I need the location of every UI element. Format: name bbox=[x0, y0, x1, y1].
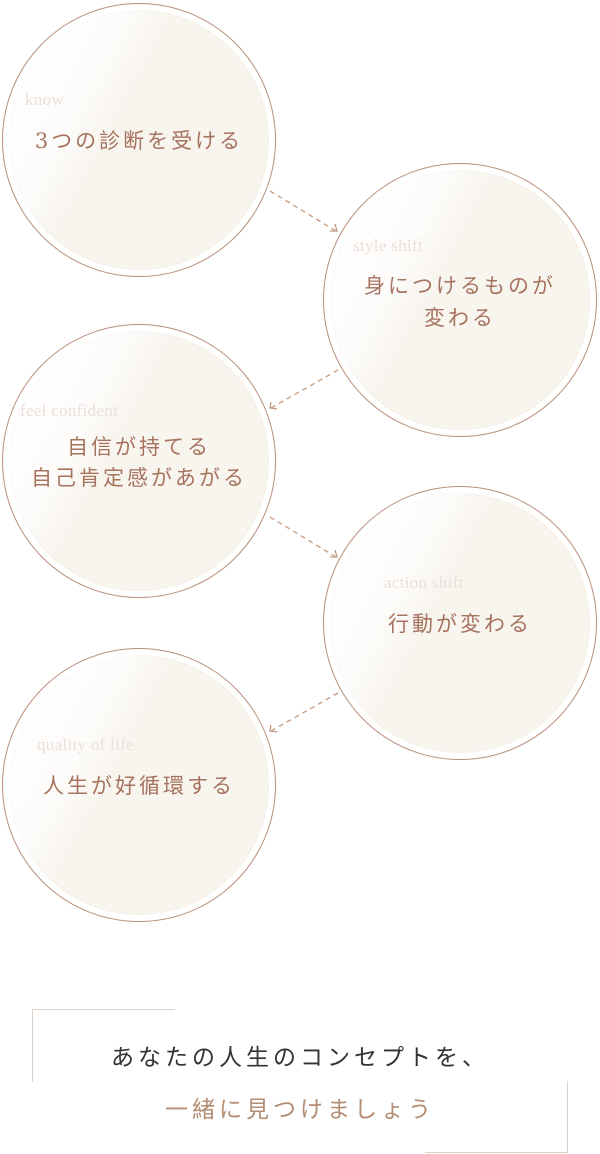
bracket-top-left bbox=[32, 1009, 175, 1082]
arrowhead-icon bbox=[330, 223, 338, 232]
closing-line-1: あなたの人生のコンセプトを、 bbox=[111, 1045, 489, 1071]
step-circle-action-shift: action shift 行動が変わる bbox=[323, 486, 597, 760]
arrow-4-to-5 bbox=[270, 692, 339, 732]
step-main-label: 人生が好循環する bbox=[43, 774, 235, 798]
step-main-label: 変わる bbox=[424, 306, 496, 330]
step-sub-label: action shift bbox=[384, 573, 464, 592]
bracket-bottom-right bbox=[425, 1081, 568, 1153]
step-main-label: 自己肯定感があがる bbox=[31, 466, 247, 490]
step-circle-know: know 3つの診断を受ける bbox=[2, 3, 276, 277]
arrow-2-to-3 bbox=[270, 369, 339, 409]
arrowhead-icon bbox=[269, 724, 278, 733]
step-main-label: 行動が変わる bbox=[388, 612, 532, 636]
step-main-label: 3つの診断を受ける bbox=[34, 129, 244, 153]
step-sub-label: quality of life bbox=[37, 735, 135, 754]
step-circle-quality-of-life: quality of life 人生が好循環する bbox=[2, 648, 276, 922]
step-circle-style-shift: style shift 身につけるものが 変わる bbox=[323, 163, 597, 437]
arrow-1-to-2 bbox=[269, 190, 337, 232]
step-sub-label: style shift bbox=[353, 236, 423, 255]
step-sub-label: know bbox=[25, 90, 64, 109]
arrow-3-to-4 bbox=[269, 516, 337, 558]
step-sub-label: feel confident bbox=[20, 401, 119, 420]
step-circle-feel-confident: feel confident 自信が持てる 自己肯定感があがる bbox=[2, 324, 276, 598]
step-main-label: 身につけるものが bbox=[364, 274, 556, 298]
closing-line-2: 一緒に見つけましょう bbox=[165, 1097, 435, 1123]
arrowhead-icon bbox=[330, 549, 338, 558]
arrowhead-icon bbox=[269, 401, 278, 410]
step-main-label: 自信が持てる bbox=[67, 435, 211, 459]
